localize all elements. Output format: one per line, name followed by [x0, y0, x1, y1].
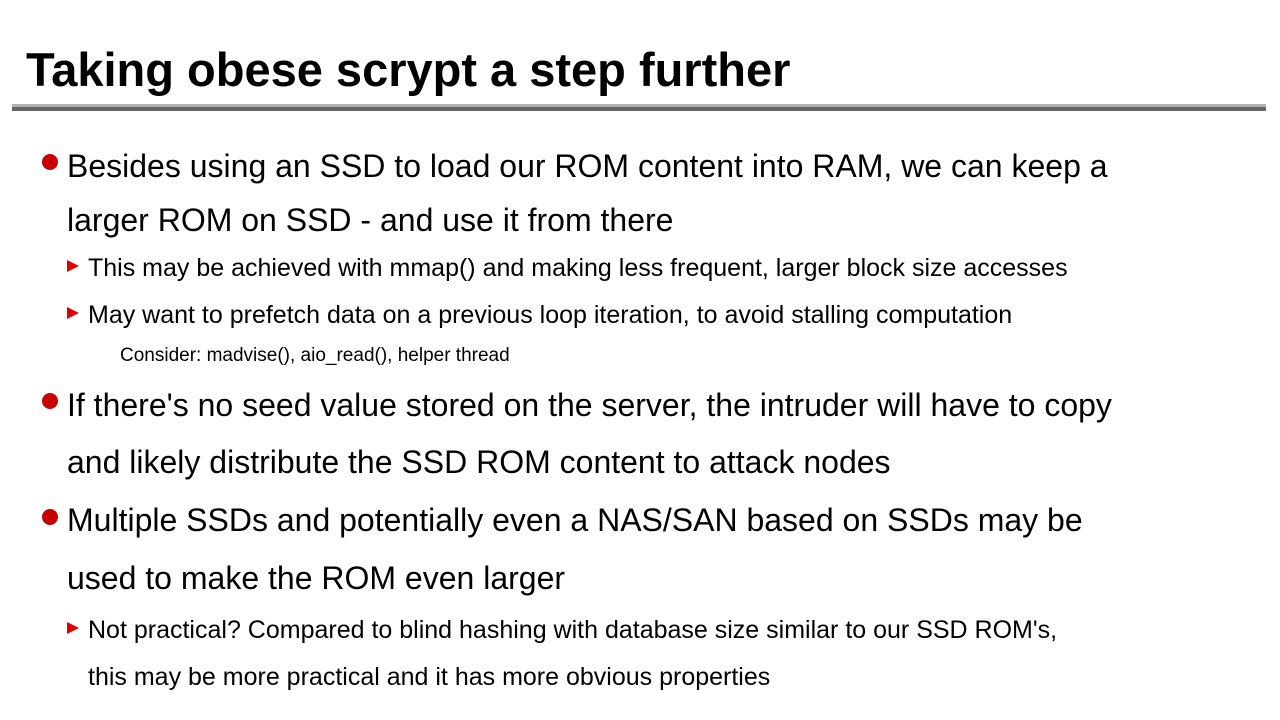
- bullet-3-line-2: used to make the ROM even larger: [67, 560, 566, 596]
- sub-sub-bullet-1-2-1: Consider: madvise(), aio_read(), helper …: [120, 345, 510, 366]
- triangle-bullet-icon: [67, 622, 79, 634]
- bullet-1-line-1: Besides using an SSD to load our ROM con…: [67, 148, 1108, 184]
- bullet-1-line-2: larger ROM on SSD - and use it from ther…: [67, 202, 674, 238]
- sub-bullet-3-1-line-2: this may be more practical and it has mo…: [88, 663, 771, 691]
- title-divider-dark: [12, 107, 1266, 111]
- bullet-2-line-2: and likely distribute the SSD ROM conten…: [67, 444, 891, 480]
- slide-title: Taking obese scrypt a step further: [26, 43, 791, 96]
- bullet-icon: [42, 154, 58, 170]
- triangle-bullet-icon: [67, 307, 79, 319]
- bullet-3-line-1: Multiple SSDs and potentially even a NAS…: [67, 502, 1083, 538]
- sub-bullet-3-1-line-1: Not practical? Compared to blind hashing…: [88, 616, 1058, 644]
- sub-bullet-1-1: This may be achieved with mmap() and mak…: [88, 254, 1068, 282]
- triangle-bullet-icon: [67, 260, 79, 272]
- title-divider: [12, 104, 1266, 107]
- sub-bullet-1-2: May want to prefetch data on a previous …: [88, 301, 1013, 329]
- bullet-icon: [42, 509, 58, 525]
- bullet-icon: [42, 393, 58, 409]
- bullet-2-line-1: If there's no seed value stored on the s…: [67, 387, 1112, 423]
